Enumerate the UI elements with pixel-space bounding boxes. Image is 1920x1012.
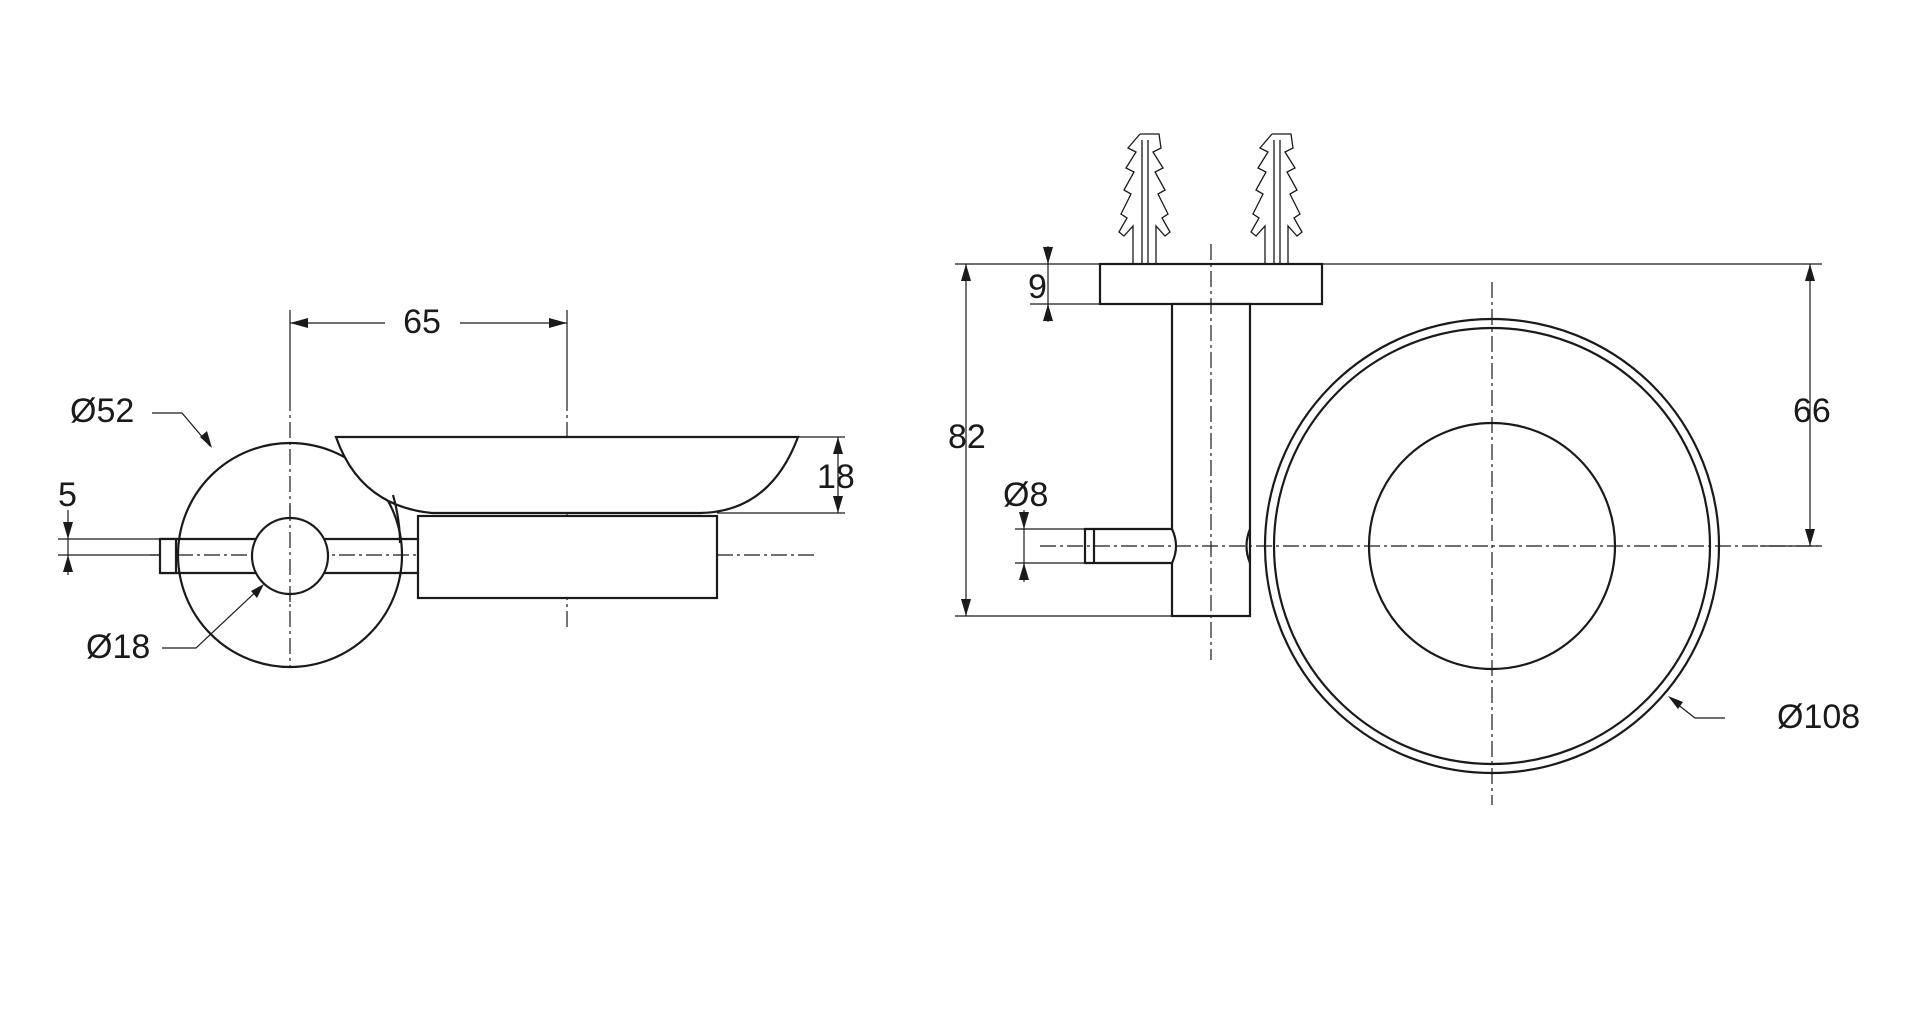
dimension-8: Ø8 bbox=[1003, 476, 1085, 582]
label-dia-108: Ø108 bbox=[1777, 698, 1860, 736]
label-66: 66 bbox=[1793, 392, 1831, 430]
leader-52: Ø52 bbox=[70, 392, 212, 448]
label-82: 82 bbox=[948, 418, 986, 456]
label-18: 18 bbox=[817, 458, 855, 496]
label-65: 65 bbox=[403, 303, 441, 341]
holder-block bbox=[416, 514, 719, 600]
side-view: 65 18 5 Ø52 Ø1 bbox=[58, 303, 855, 669]
arm-hub-circle bbox=[250, 516, 330, 596]
dimension-5: 5 bbox=[58, 476, 160, 575]
label-dia-52: Ø52 bbox=[70, 392, 134, 430]
dimension-66: 66 bbox=[1760, 264, 1831, 547]
label-9: 9 bbox=[1028, 268, 1047, 306]
leader-108: Ø108 bbox=[1668, 696, 1860, 736]
leader-18: Ø18 bbox=[86, 584, 264, 666]
label-dia-8: Ø8 bbox=[1003, 476, 1048, 514]
front-view: 9 82 Ø8 66 bbox=[948, 133, 1860, 805]
wall-anchor-right bbox=[1250, 133, 1303, 264]
dimension-82: 82 bbox=[948, 264, 1172, 617]
soap-bowl bbox=[334, 435, 800, 515]
dimension-9: 9 bbox=[1028, 246, 1100, 322]
label-5: 5 bbox=[58, 476, 77, 514]
arm-end-cap bbox=[158, 537, 178, 575]
dimension-65: 65 bbox=[289, 303, 568, 395]
arm-joint-right bbox=[1245, 528, 1252, 564]
label-dia-18: Ø18 bbox=[86, 628, 150, 666]
wall-flange-outline bbox=[176, 441, 404, 669]
wall-anchor-left bbox=[1118, 133, 1171, 264]
dimension-18: 18 bbox=[717, 436, 855, 514]
